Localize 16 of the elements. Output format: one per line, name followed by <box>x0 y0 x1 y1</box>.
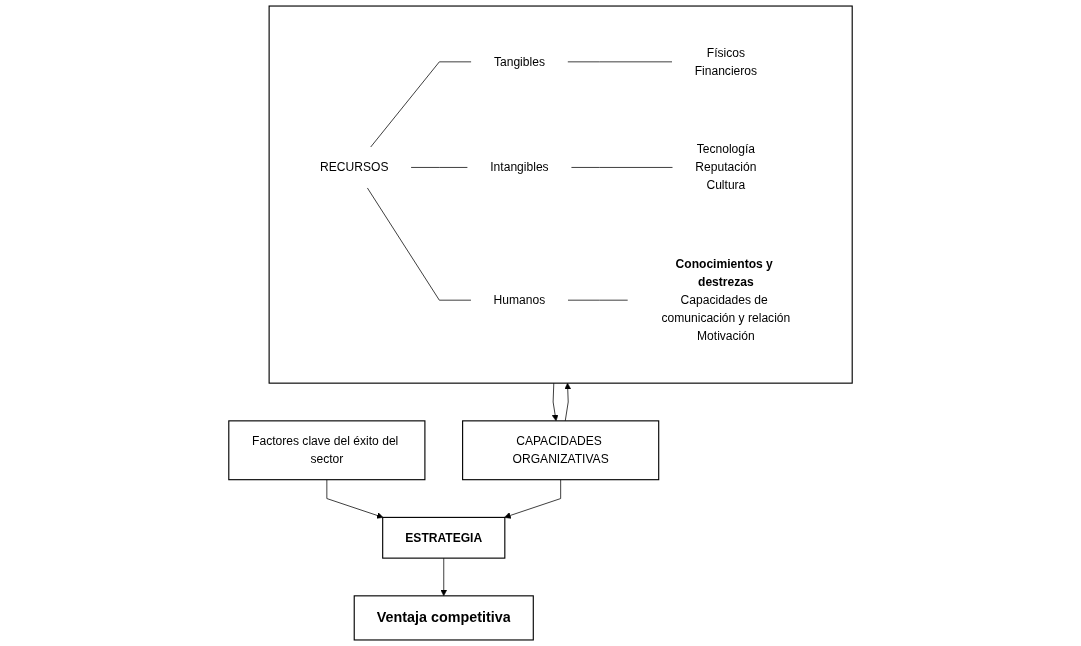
cluster <box>268 5 853 384</box>
node-box: ESTRATEGIA <box>382 516 506 559</box>
node-text: Humanos <box>493 293 546 307</box>
node-text: Físicos Financieros <box>694 46 758 77</box>
node-box: Ventaja competitiva <box>353 595 534 641</box>
node-text: Tecnología Reputación Cultura <box>695 142 757 192</box>
node-box: CAPACIDADES ORGANIZATIVAS <box>462 420 660 481</box>
node-text: Conocimientos y destrezas Capacidades de comunicación y relación Motivación <box>661 257 791 343</box>
node-text: RECURSOS <box>320 160 389 174</box>
connector <box>410 167 468 168</box>
node-text: Intangibles <box>490 160 549 174</box>
connector <box>366 187 472 301</box>
node-box: Factores clave del éxito del sector <box>228 420 426 481</box>
connector <box>370 61 472 148</box>
node-text: Tangibles <box>493 55 545 68</box>
connector <box>570 167 674 168</box>
